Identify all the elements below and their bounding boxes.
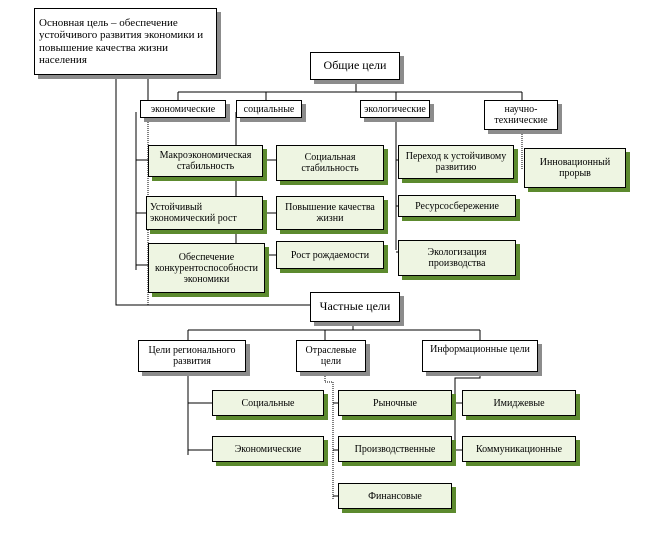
economic-item-2: Устойчивый экономический рост [146, 196, 263, 230]
category-social: социальные [236, 100, 302, 118]
category-ecological: экологические [360, 100, 430, 118]
category-sectoral-label: Отраслевые цели [305, 345, 357, 367]
category-regional-label: Цели регионального развития [148, 345, 236, 367]
private-goals-box: Частные цели [310, 292, 400, 322]
general-goals-box: Общие цели [310, 52, 400, 80]
economic-item-1: Макроэкономическая стабильность [148, 145, 263, 177]
category-scitech-label: научно-технические [494, 104, 548, 126]
regional-item-2-label: Экономические [234, 443, 302, 455]
informational-item-2: Коммуникационные [462, 436, 576, 462]
social-item-2: Повышение качества жизни [276, 196, 384, 230]
ecological-item-2-label: Ресурсосбережение [415, 200, 499, 212]
informational-item-2-label: Коммуникационные [475, 443, 563, 455]
private-goals-title: Частные цели [319, 299, 391, 314]
regional-item-1-label: Социальные [241, 397, 295, 409]
category-sectoral: Отраслевые цели [296, 340, 366, 372]
category-informational-label: Информационные цели [430, 344, 530, 355]
economic-item-3-label: Обеспечение конкурентоспособности эконом… [154, 251, 259, 285]
sectoral-item-3: Финансовые [338, 483, 452, 509]
social-item-1-label: Социальная стабильность [301, 152, 359, 174]
regional-item-1: Социальные [212, 390, 324, 416]
main-goal-box: Основная цель – обеспечение устойчивого … [34, 8, 217, 75]
informational-item-1-label: Имиджевые [493, 397, 545, 409]
category-economic-label: экономические [150, 103, 216, 115]
ecological-item-1: Переход к устойчивому развитию [398, 145, 514, 179]
social-item-3-label: Рост рождаемости [290, 249, 370, 261]
category-regional: Цели регионального развития [138, 340, 246, 372]
category-ecological-label: экологические [364, 103, 426, 115]
ecological-item-3: Экологизация производства [398, 240, 516, 276]
economic-item-2-label: Устойчивый экономический рост [150, 202, 237, 224]
category-scitech: научно-технические [484, 100, 558, 130]
economic-item-3: Обеспечение конкурентоспособности эконом… [148, 243, 265, 293]
scitech-item-1-label: Инновационный прорыв [539, 157, 611, 179]
ecological-item-3-label: Экологизация производства [427, 247, 487, 269]
category-economic: экономические [140, 100, 226, 118]
sectoral-item-2: Производственные [338, 436, 452, 462]
sectoral-item-3-label: Финансовые [368, 490, 422, 502]
sectoral-item-1-label: Рыночные [373, 397, 417, 409]
regional-item-2: Экономические [212, 436, 324, 462]
sectoral-item-2-label: Производственные [354, 443, 436, 455]
informational-item-1: Имиджевые [462, 390, 576, 416]
ecological-item-1-label: Переход к устойчивому развитию [405, 151, 507, 173]
main-goal-text: Основная цель – обеспечение устойчивого … [39, 17, 204, 66]
category-social-label: социальные [243, 103, 295, 115]
social-item-1: Социальная стабильность [276, 145, 384, 181]
general-goals-title: Общие цели [323, 58, 387, 73]
sectoral-item-1: Рыночные [338, 390, 452, 416]
economic-item-1-label: Макроэкономическая стабильность [159, 150, 252, 172]
scitech-item-1: Инновационный прорыв [524, 148, 626, 188]
ecological-item-2: Ресурсосбережение [398, 195, 516, 217]
category-informational: Информационные цели [422, 340, 538, 372]
social-item-3: Рост рождаемости [276, 241, 384, 269]
social-item-2-label: Повышение качества жизни [285, 202, 375, 224]
